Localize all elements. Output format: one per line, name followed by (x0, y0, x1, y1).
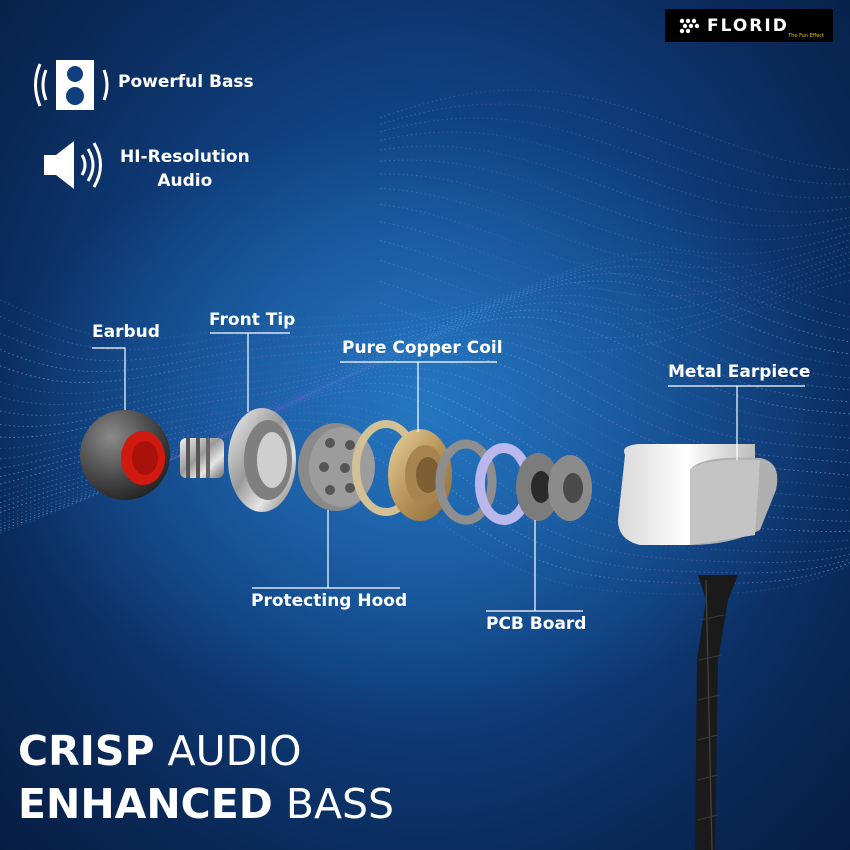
feature-hi-resolution-line1: HI-Resolution (120, 147, 250, 167)
wave-line (0, 419, 850, 574)
label-protecting-hood: Protecting Hood (251, 591, 408, 611)
nozzle-part (180, 438, 224, 478)
wave-line (379, 240, 850, 311)
wave-line (379, 173, 850, 255)
headline-enhanced: ENHANCED (18, 780, 273, 828)
cable-part (695, 575, 738, 850)
wave-line (379, 271, 850, 339)
headline-line-2: ENHANCED BASS (18, 781, 394, 827)
brand-name: FLORID (707, 15, 789, 36)
headline-crisp: CRISP (18, 727, 155, 775)
pcb-board-part (516, 453, 560, 521)
wave-line (0, 287, 850, 394)
brand-logo: FLORID The Fun Effect (665, 9, 833, 42)
wave-line (0, 294, 850, 405)
headline-audio: AUDIO (167, 727, 302, 775)
wave-line (0, 316, 850, 438)
leader-lines (92, 332, 805, 612)
back-ring-part (548, 455, 592, 521)
label-front-tip: Front Tip (209, 310, 296, 330)
wave-line (0, 251, 850, 340)
feature-hi-resolution: HI-Resolution Audio (120, 145, 250, 193)
headline-bass: BASS (285, 780, 395, 828)
grey-ring (435, 439, 497, 525)
wave-line (0, 280, 850, 383)
label-pure-copper-coil: Pure Copper Coil (342, 338, 503, 358)
wave-line (379, 89, 850, 171)
wave-line (379, 280, 850, 353)
metal-earpiece-part (618, 444, 778, 545)
label-metal-earpiece: Metal Earpiece (668, 362, 811, 382)
wave-line (0, 360, 850, 492)
wave-line (0, 367, 850, 500)
copper-coil-part (388, 429, 452, 521)
brand-tagline: The Fun Effect (788, 33, 824, 39)
wave-line (379, 117, 850, 199)
wave-line (0, 258, 850, 351)
headline-line-1: CRISP AUDIO (18, 728, 302, 774)
feature-powerful-bass: Powerful Bass (118, 72, 254, 92)
front-tip-part (228, 408, 296, 512)
earbud-part (80, 410, 170, 500)
wave-line (379, 221, 850, 297)
wave-line (379, 260, 850, 325)
logo-mark-icon (679, 18, 700, 33)
wave-line (0, 273, 850, 373)
feature-hi-resolution-line2: Audio (157, 171, 213, 191)
label-earbud: Earbud (92, 322, 160, 342)
label-pcb-board: PCB Board (486, 614, 587, 634)
wave-line (379, 103, 850, 185)
